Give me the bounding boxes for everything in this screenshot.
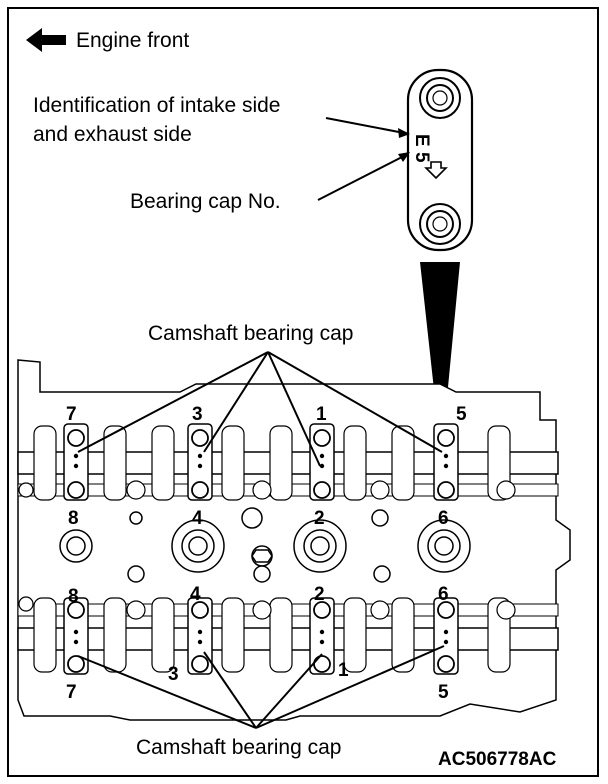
cap-number: 4: [190, 584, 201, 605]
figure-code: AC506778AC: [438, 749, 557, 770]
identification-label-line2: and exhaust side: [33, 123, 192, 146]
cap-number: 7: [66, 404, 77, 425]
bearing-cap-body: [406, 68, 474, 252]
identification-label-line1: Identification of intake side: [33, 94, 281, 117]
cap-marking-side: E: [411, 134, 432, 147]
head-bolts: [18, 480, 516, 620]
cap-bolts: [67, 429, 455, 673]
cap-number: 2: [314, 584, 325, 605]
cylinder-head-illustration: [17, 359, 571, 721]
cap-number: 7: [66, 682, 77, 703]
top-label-leaders: [77, 351, 443, 467]
cap-numbers-top-row: 7 3 1 5: [66, 404, 467, 425]
cam-lobes-upper: [33, 425, 511, 501]
spark-plug-wells: [59, 507, 471, 583]
cap-number: 5: [456, 404, 467, 425]
cap-marking-number: 5: [411, 152, 432, 163]
leader-arrowhead: [398, 128, 410, 138]
identification-leader: [325, 117, 405, 134]
bearing-cap-no-label: Bearing cap No.: [130, 190, 281, 213]
cap-numbers-bottom-row: 7 3 1 5: [66, 660, 449, 703]
cap-numbers-upper-middle-row: 8 4 2 6: [68, 508, 449, 529]
cap-number: 8: [68, 508, 79, 529]
cap-mark-dots: [73, 453, 449, 645]
engine-front-indicator: Engine front: [26, 28, 189, 52]
bearing-cap-detail: E 5: [406, 68, 474, 252]
bolt-center: [432, 216, 448, 232]
bolt-center: [432, 90, 448, 106]
cap-number: 2: [314, 508, 325, 529]
cap-number: 1: [316, 404, 327, 425]
cap-no-leader: [317, 155, 405, 201]
cap-number: 6: [438, 584, 449, 605]
camshaft-bearing-cap-label-top: Camshaft bearing cap: [148, 322, 353, 345]
engine-front-label: Engine front: [76, 29, 189, 52]
left-arrow-icon: [26, 28, 66, 52]
bolt-head: [426, 210, 454, 238]
camshaft-bearing-cap-label-bottom: Camshaft bearing cap: [136, 736, 341, 759]
cap-number: 5: [438, 682, 449, 703]
projection-pointer: [420, 262, 460, 408]
cam-lobes-lower: [33, 597, 511, 673]
leader-arrowhead: [398, 152, 410, 162]
cap-number: 3: [168, 664, 179, 685]
cap-numbers-lower-middle-row: 8 4 2 6: [68, 584, 449, 607]
cap-number: 8: [68, 586, 79, 607]
bottom-label-leaders: [77, 645, 445, 729]
cap-number: 1: [338, 660, 349, 681]
cap-number: 4: [192, 508, 203, 529]
cap-number: 6: [438, 508, 449, 529]
down-arrow-icon: [424, 161, 448, 180]
bolt-head: [426, 84, 454, 112]
cap-number: 3: [192, 404, 203, 425]
